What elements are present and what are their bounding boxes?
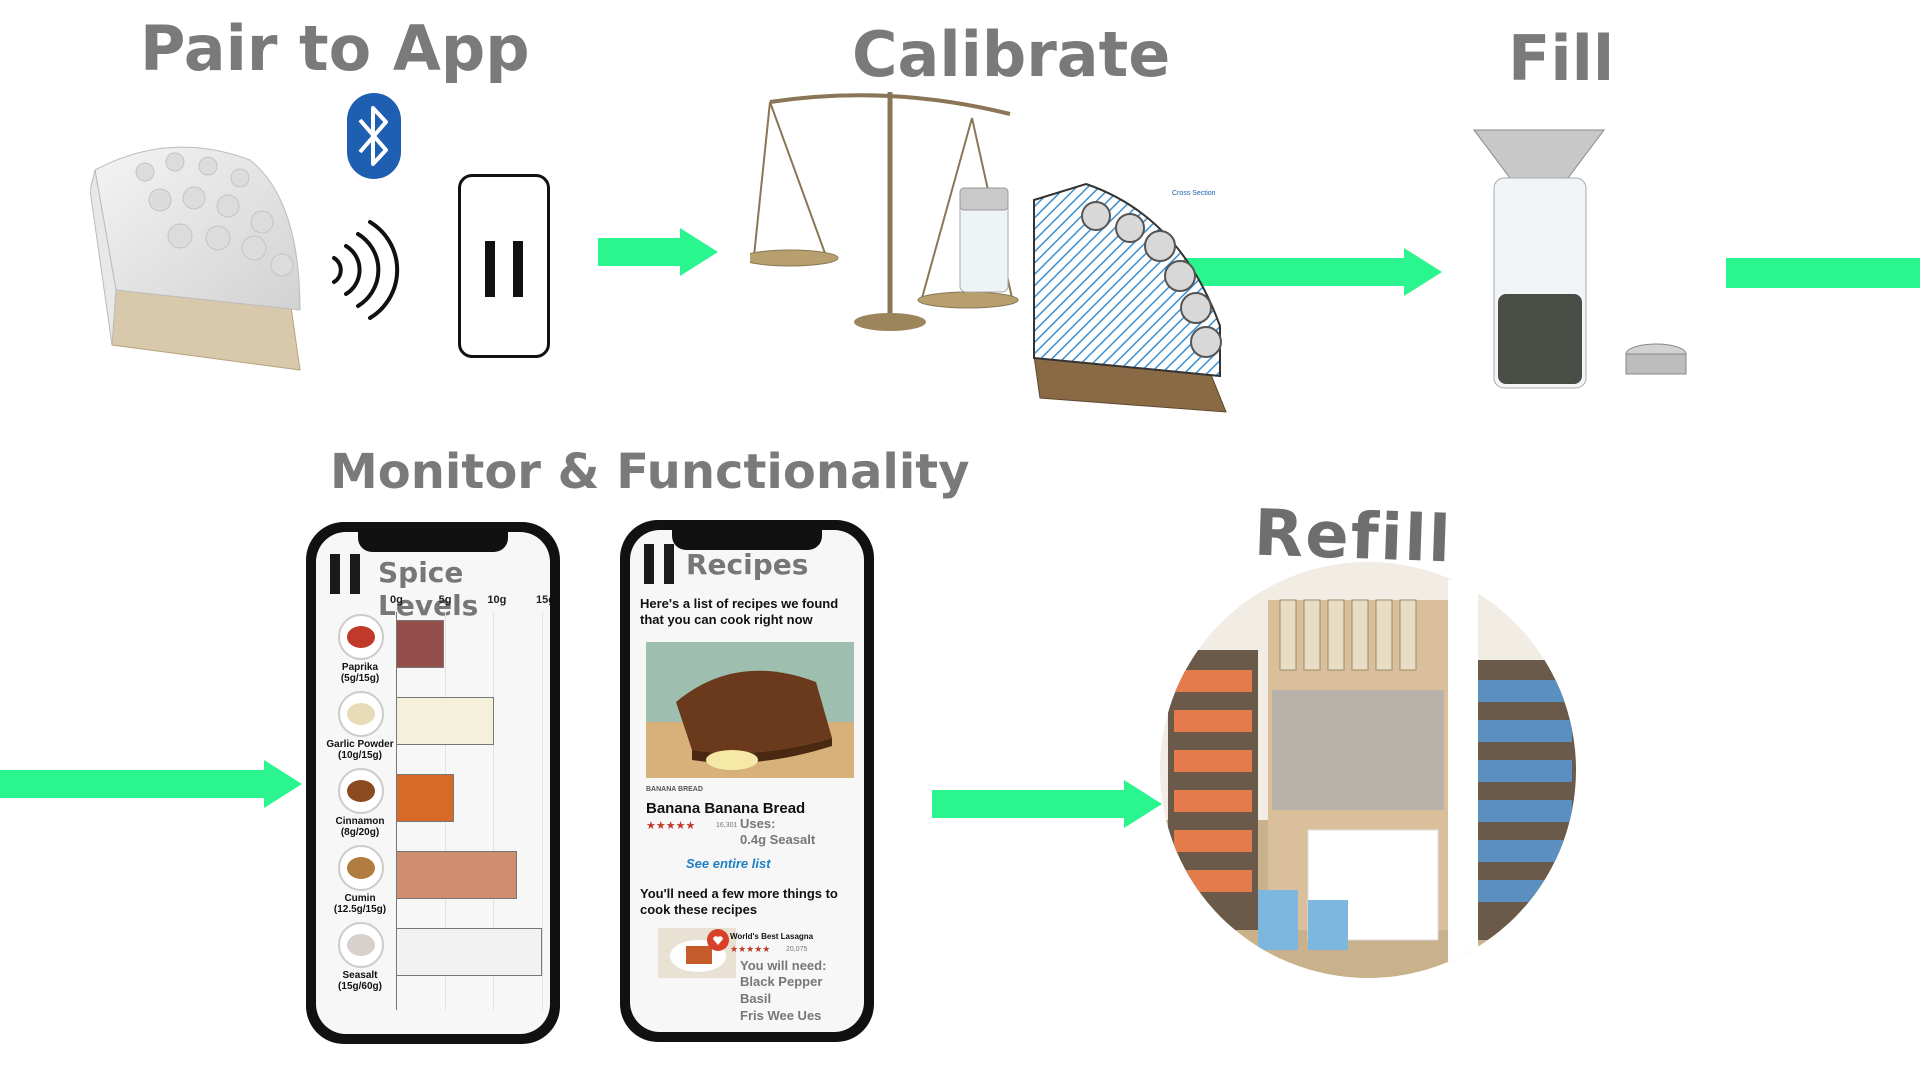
arrow-into-monitor	[0, 760, 302, 808]
phone-notch	[672, 530, 822, 550]
spice-levels-phone: Spice Levels 0g 5g 10g 15gPaprika(5g/15g) Ga…	[306, 522, 560, 1044]
need-label: You will need:	[740, 958, 827, 973]
spice-label: Garlic Powder(10g/15g)	[322, 739, 398, 761]
tick-label: 0g	[390, 594, 403, 606]
spice-amount: (5g/15g)	[340, 673, 380, 684]
wireless-signal-icon	[332, 220, 400, 320]
recipes-intro-text: Here's a list of recipes we found that y…	[640, 596, 839, 627]
more-ingredients-intro: You'll need a few more things to cook th…	[640, 886, 838, 917]
spice-level-bar[interactable]	[396, 697, 494, 745]
app-logo-icon	[644, 544, 682, 584]
recipe-category: BANANA BREAD	[646, 786, 703, 793]
see-entire-list-link[interactable]: See entire list	[686, 856, 771, 871]
tick-label: 10g	[487, 594, 507, 606]
spice-rack-device-image	[90, 146, 301, 371]
app-logo-bar-left	[485, 241, 495, 297]
spice-jar-funnel-image	[1473, 129, 1687, 389]
spice-bowl-icon	[338, 614, 384, 660]
recipe-name[interactable]: Banana Banana Bread	[646, 800, 806, 817]
spice-level-bar[interactable]	[396, 620, 444, 668]
arrow-calibrate-to-fill	[1172, 248, 1442, 296]
spice-levels-title: Spice Levels	[378, 556, 479, 622]
banana-bread-image	[646, 642, 854, 778]
need-item: Basil	[740, 991, 772, 1006]
calibrate-title: Calibrate	[852, 18, 1171, 91]
phone-notch	[358, 532, 508, 552]
uses-label: Uses:	[740, 816, 776, 831]
spice-level-bar[interactable]	[396, 851, 517, 899]
recipes-title: Recipes	[686, 548, 809, 581]
spice-bowl-icon	[338, 845, 384, 891]
balance-scale-image	[750, 92, 1019, 331]
spice-bowl-icon	[338, 691, 384, 737]
spice-amount: (15g/60g)	[338, 981, 382, 992]
spice-amount: (8g/20g)	[340, 827, 380, 838]
need-item: Black Pepper	[740, 974, 823, 989]
tick-label: 5g	[438, 594, 452, 606]
arrow-monitor-to-refill	[932, 780, 1162, 828]
recipe-review-count: 16,301	[716, 822, 738, 829]
monitor-functionality-title: Monitor & Functionality	[330, 444, 970, 500]
spice-level-bar[interactable]	[396, 774, 454, 822]
spice-amount: (10g/15g)	[338, 750, 382, 761]
bluetooth-icon	[347, 93, 401, 179]
spice-name: Cinnamon	[335, 816, 385, 827]
spice-label: Seasalt(15g/60g)	[322, 970, 398, 992]
recipe2-review-count: 20,075	[786, 946, 808, 953]
fill-title: Fill	[1508, 22, 1615, 95]
spice-levels-screen: Spice Levels 0g5g10g15gPaprika(5g/15g)Ga…	[316, 532, 550, 1034]
spice-amount: (12.5g/15g)	[333, 904, 387, 915]
spice-label: Paprika(5g/15g)	[322, 662, 398, 684]
pair-to-app-title: Pair to App	[140, 12, 530, 85]
spice-name: Cumin	[344, 893, 376, 904]
gridline	[493, 612, 495, 1010]
cross-section-label: Cross Section	[1172, 190, 1216, 197]
recipes-screen: Recipes Here's a list of recipes we foun…	[630, 530, 864, 1032]
spice-label: Cumin(12.5g/15g)	[322, 893, 398, 915]
spice-name: Garlic Powder	[326, 739, 394, 750]
arrow-pair-to-calibrate	[598, 228, 718, 276]
recipes-phone: Recipes Here's a list of recipes we foun…	[620, 520, 874, 1042]
spice-levels-chart: 0g5g10g15gPaprika(5g/15g)Garlic Powder(1…	[316, 532, 550, 1034]
refill-store-image	[1160, 562, 1576, 978]
spice-name: Paprika	[341, 662, 379, 673]
spice-bowl-icon	[338, 922, 384, 968]
spice-name: Seasalt	[342, 970, 378, 981]
lasagna-image	[658, 928, 736, 978]
spice-label: Cinnamon(8g/20g)	[322, 816, 398, 838]
uses-value: 0.4g Seasalt	[740, 832, 816, 847]
need-item: Fris Wee Ues	[740, 1008, 822, 1023]
arrow-fill-to-next	[1726, 258, 1920, 288]
recipe-rating-stars: ★★★★★	[646, 820, 696, 832]
phone-outline-image	[458, 174, 550, 358]
cross-section-rack-image	[1033, 182, 1227, 413]
app-logo-icon	[330, 554, 368, 594]
tick-label: 15g	[536, 594, 550, 606]
spice-bowl-icon	[338, 768, 384, 814]
app-logo-bar-right	[513, 241, 523, 297]
recipe2-name[interactable]: World's Best Lasagna	[730, 932, 814, 941]
gridline	[542, 612, 543, 1010]
spice-level-bar[interactable]	[396, 928, 542, 976]
recipe2-rating-stars: ★★★★★	[730, 944, 771, 954]
